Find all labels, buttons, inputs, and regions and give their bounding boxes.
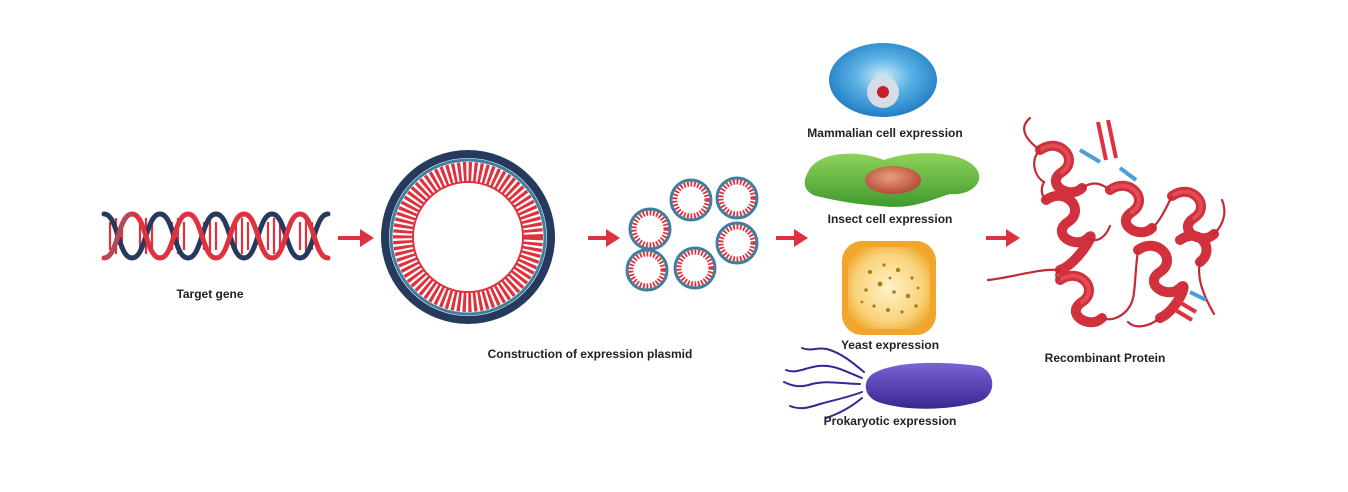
- insect-label: Insect cell expression: [827, 212, 953, 226]
- arrow-right-icon: [588, 229, 620, 247]
- plasmid-label: Construction of expression plasmid: [487, 347, 693, 361]
- yeast-label: Yeast expression: [840, 338, 940, 352]
- yeast-cell-icon: [842, 241, 936, 335]
- dna-helix-icon: [101, 211, 331, 261]
- mammalian-label: Mammalian cell expression: [807, 126, 963, 140]
- mammalian-cell-icon: [829, 43, 937, 117]
- insect-cell-icon: [804, 153, 980, 207]
- arrow-right-icon: [776, 229, 808, 247]
- disulfide-marker-icon: [1078, 119, 1138, 182]
- protein-label: Recombinant Protein: [1044, 351, 1166, 365]
- small-plasmids-icon: [625, 176, 759, 292]
- bacterium-icon: [783, 347, 993, 419]
- disulfide-marker-icon: [1170, 290, 1207, 322]
- arrow-right-icon: [338, 229, 374, 247]
- target-gene-label: Target gene: [176, 287, 244, 301]
- prokaryotic-label: Prokaryotic expression: [823, 414, 957, 428]
- recombinant-protein-icon: [986, 116, 1226, 328]
- arrow-right-icon: [986, 229, 1020, 247]
- plasmid-ring-icon: [381, 150, 555, 324]
